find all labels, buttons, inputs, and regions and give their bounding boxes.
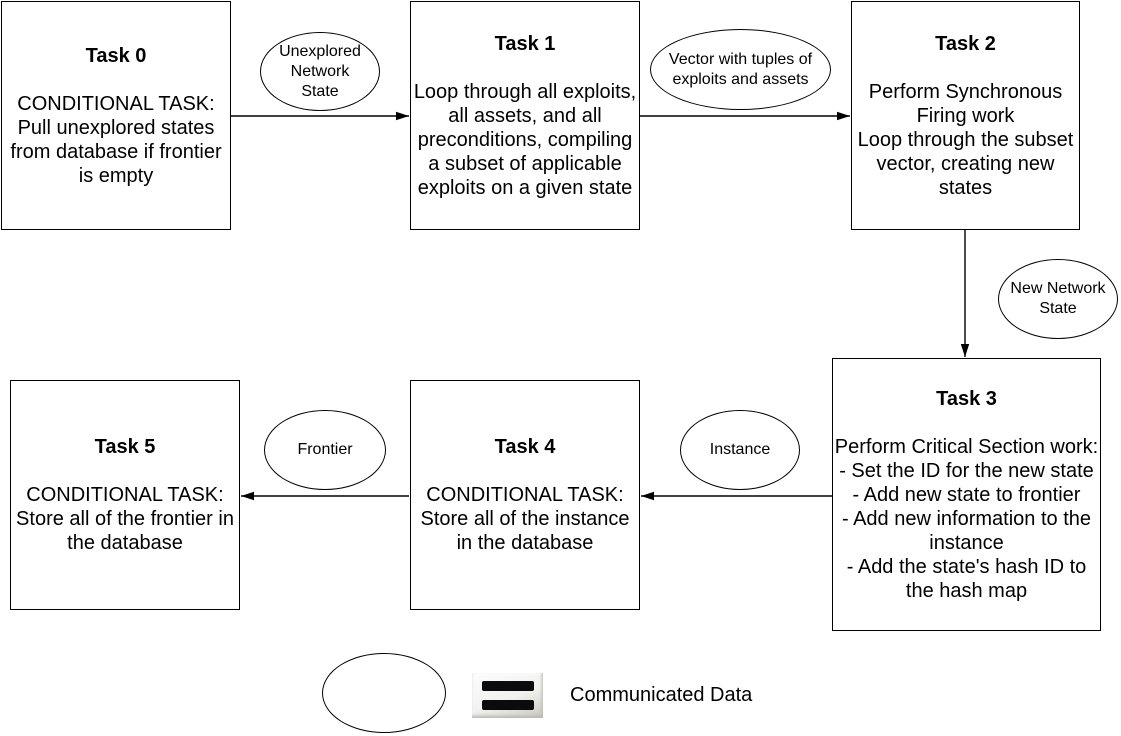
task-3-title: Task 3 xyxy=(936,387,997,410)
data-ellipse-frontier: Frontier xyxy=(264,410,386,490)
data-ellipse-vector-with-tuples: Vector with tuples of exploits and asset… xyxy=(650,29,831,110)
task-4-title: Task 4 xyxy=(494,436,556,458)
task-1-body: Loop through all exploits, all assets, a… xyxy=(413,80,637,199)
data-ellipse-label: Frontier xyxy=(297,441,353,458)
task-5-box: Task 5 CONDITIONAL TASK: Store all of th… xyxy=(10,380,240,610)
equals-bar-bottom xyxy=(481,700,534,710)
task-3-box: Task 3 Perform Critical Section work: - … xyxy=(832,358,1101,631)
data-ellipse-new-network-state: New Network State xyxy=(998,259,1118,339)
data-ellipse-unexplored-network-state: Unexplored Network State xyxy=(260,32,380,111)
task-2-body: Perform Synchronous Firing work Loop thr… xyxy=(857,80,1074,199)
task-0-title: Task 0 xyxy=(85,44,147,67)
task-5-body: CONDITIONAL TASK: Store all of the front… xyxy=(16,484,234,554)
task-0-box: Task 0 CONDITIONAL TASK: Pull unexplored… xyxy=(1,1,231,230)
task-1-box: Task 1 Loop through all exploits, all as… xyxy=(410,1,640,230)
task-2-title: Task 2 xyxy=(935,32,996,55)
equals-bars-icon xyxy=(472,673,543,718)
data-ellipse-label: Vector with tuples of exploits and asset… xyxy=(668,50,813,88)
task-4-box: Task 4 CONDITIONAL TASK: Store all of th… xyxy=(410,380,640,610)
data-ellipse-label: New Network State xyxy=(1010,280,1106,317)
equals-bar-top xyxy=(481,681,534,691)
data-ellipse-label: Instance xyxy=(709,441,771,458)
task-5-title: Task 5 xyxy=(94,436,156,458)
task-2-box: Task 2 Perform Synchronous Firing work L… xyxy=(851,1,1080,230)
data-ellipse-instance: Instance xyxy=(680,410,800,490)
task-0-body: CONDITIONAL TASK: Pull unexplored states… xyxy=(10,92,222,187)
task-4-body: CONDITIONAL TASK: Store all of the insta… xyxy=(420,484,630,554)
task-3-body: Perform Critical Section work: - Set the… xyxy=(834,435,1099,602)
data-ellipse-label: Unexplored Network State xyxy=(279,42,361,100)
task-1-title: Task 1 xyxy=(494,32,556,55)
data-ellipse-icon xyxy=(322,653,446,733)
legend-label: Communicated Data xyxy=(570,684,753,706)
